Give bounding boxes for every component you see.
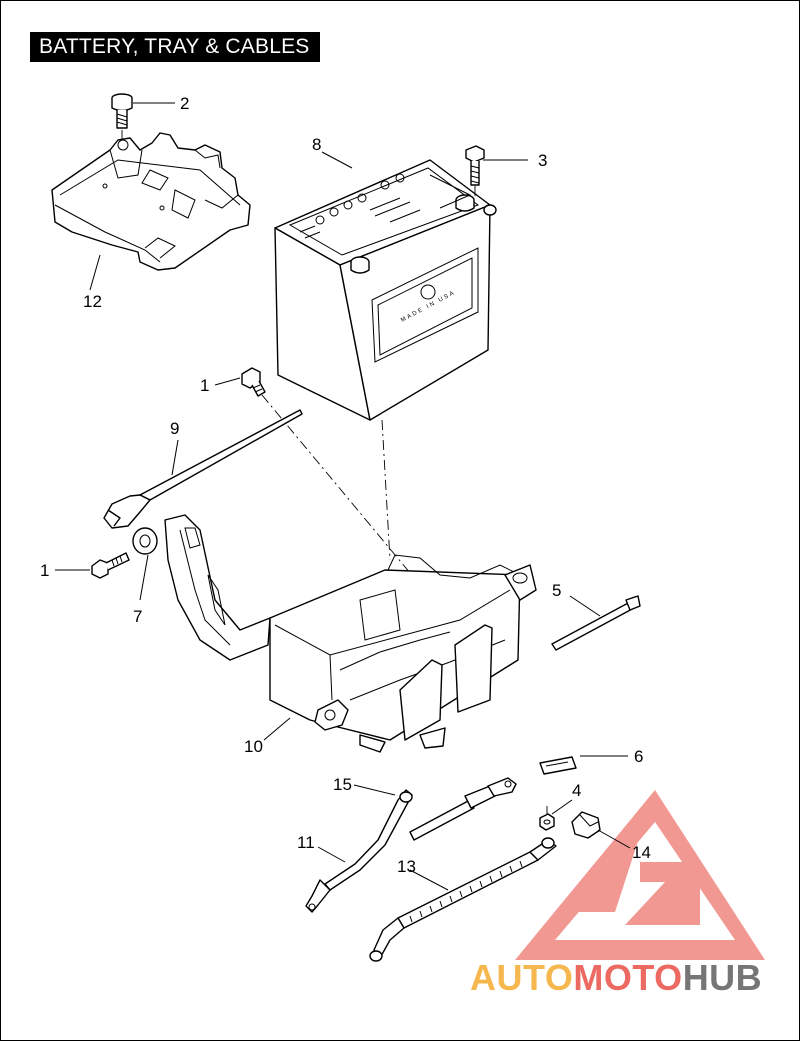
- part-10-battery-tray: [164, 514, 537, 753]
- callout-15: 15: [333, 775, 352, 794]
- watermark-hub: HUB: [683, 957, 763, 998]
- part-4-nut: [539, 806, 555, 831]
- callout-5: 5: [552, 581, 561, 600]
- watermark-moto: MOTO: [573, 957, 682, 998]
- part-6-label: [539, 756, 577, 775]
- watermark-logo: [515, 790, 765, 960]
- callout-1-upper: 1: [200, 376, 209, 395]
- callout-9: 9: [170, 419, 179, 438]
- callout-8: 8: [312, 135, 321, 154]
- part-5-cable-strap: [551, 595, 641, 651]
- part-9-strap: [103, 409, 303, 529]
- callout-3: 3: [538, 151, 547, 170]
- callout-2: 2: [180, 94, 189, 113]
- part-1-screw-lower: [91, 552, 130, 579]
- callout-12: 12: [83, 292, 102, 311]
- callout-1-lower: 1: [40, 561, 49, 580]
- callout-7: 7: [133, 607, 142, 626]
- watermark-auto: AUTO: [470, 957, 573, 998]
- svg-text:AUTOMOTOHUB: AUTOMOTOHUB: [470, 957, 762, 998]
- part-2-screw: [111, 93, 133, 142]
- part-13-braided-cable: [369, 837, 557, 962]
- part-12-hold-down-bracket: [51, 132, 251, 271]
- part-3-bolt: [465, 145, 497, 216]
- page-title: BATTERY, TRAY & CABLES: [30, 32, 320, 62]
- watermark-text: AUTOMOTOHUB: [470, 957, 762, 998]
- part-1-screw-upper: [241, 367, 266, 397]
- callout-13: 13: [397, 857, 416, 876]
- callout-6: 6: [634, 747, 643, 766]
- part-cable-boot: [409, 777, 517, 841]
- part-14-terminal-clip: [571, 811, 601, 839]
- callout-11: 11: [297, 833, 315, 852]
- part-11-ground-cable: [305, 789, 413, 913]
- callout-10: 10: [244, 737, 263, 756]
- callout-4: 4: [572, 781, 581, 800]
- part-8-battery: MADE IN USA: [274, 159, 491, 421]
- callout-14: 14: [632, 843, 651, 862]
- part-7-bushing: [132, 527, 158, 555]
